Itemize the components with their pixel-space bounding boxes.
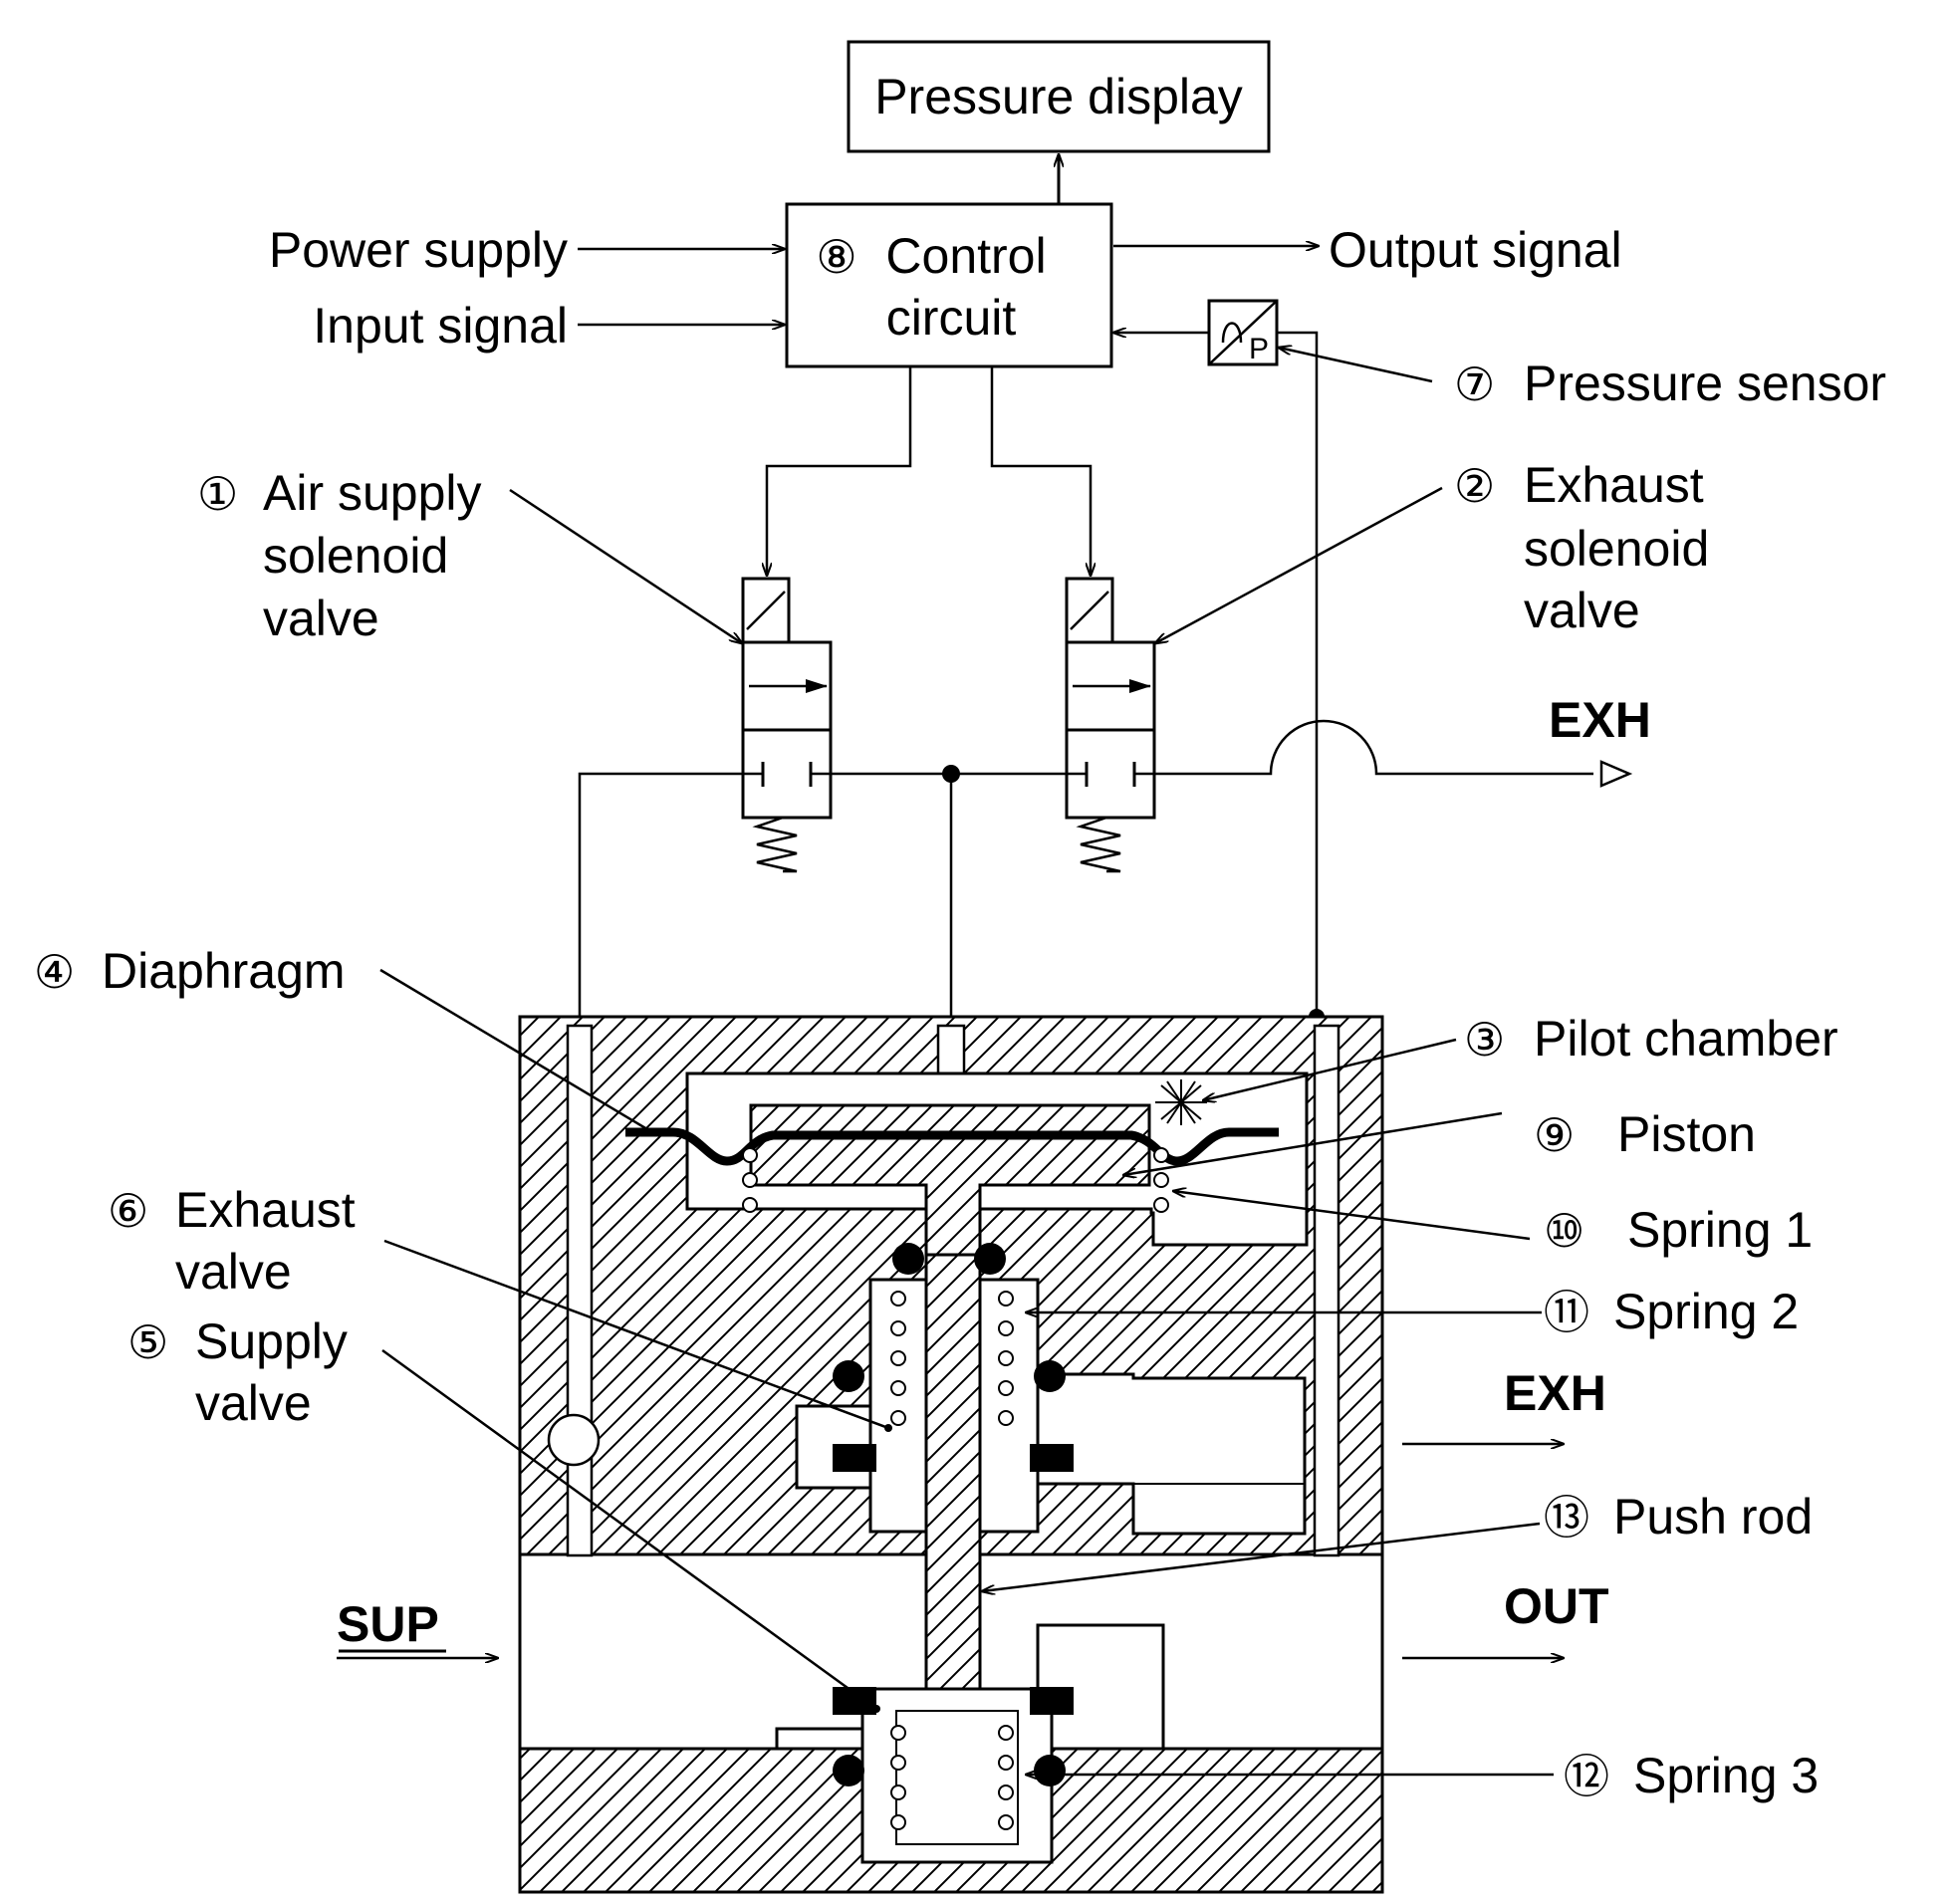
spring-1-leader <box>1173 1191 1531 1241</box>
supply-valve-number: ⑤ <box>127 1315 168 1369</box>
piston-number: ⑨ <box>1534 1108 1575 1162</box>
out-label: OUT <box>1504 1578 1609 1634</box>
exhaust-solenoid-number: ② <box>1454 459 1495 513</box>
pressure-sensor-label: Pressure sensor <box>1524 356 1886 411</box>
exhaust-valve-leader <box>383 1239 889 1430</box>
exhaust-solenoid-leader <box>1155 486 1443 643</box>
pressure-display-box <box>847 40 1271 153</box>
air-supply-valve-label-1: Air supply <box>263 465 482 521</box>
power-supply-label: Power supply <box>269 222 568 278</box>
exh-top-label: EXH <box>1549 692 1651 748</box>
spring-1-label: Spring 1 <box>1627 1202 1813 1258</box>
pressure-display-label: Pressure display <box>874 69 1243 124</box>
pilot-chamber-number: ③ <box>1464 1013 1505 1067</box>
supply-valve-leader <box>381 1348 877 1711</box>
sup-label: SUP <box>337 1596 439 1652</box>
exhaust-port-triangle <box>1599 760 1633 788</box>
diaphragm-leader <box>379 968 658 1137</box>
spring-2-label: Spring 2 <box>1613 1284 1799 1339</box>
orifice-circle <box>547 1413 601 1467</box>
regulator-body <box>518 1015 1384 1894</box>
pressure-sensor-glyph <box>1221 322 1243 344</box>
control-circuit-number: ⑧ <box>816 230 856 284</box>
exh-body-label: EXH <box>1504 1365 1606 1421</box>
air-supply-solenoid-valve <box>741 577 833 873</box>
exhaust-valve-label-2: valve <box>175 1244 292 1300</box>
exhaust-solenoid-valve <box>1065 577 1156 873</box>
air-supply-valve-number: ① <box>197 467 238 521</box>
exhaust-control-line <box>990 366 1091 576</box>
spring-3-label: Spring 3 <box>1633 1748 1819 1803</box>
push-rod-number: ⑬ <box>1544 1491 1589 1545</box>
air-supply-valve-leader <box>509 488 742 643</box>
exhaust-solenoid-label-3: valve <box>1524 583 1640 638</box>
pilot-chamber-leader <box>1203 1038 1457 1100</box>
pilot-chamber-label: Pilot chamber <box>1534 1011 1838 1067</box>
exhaust-valve-label-1: Exhaust <box>175 1182 356 1238</box>
sensor-pressure-line <box>1277 331 1319 1017</box>
control-circuit-label-1: Control <box>885 228 1046 284</box>
piston-label: Piston <box>1617 1106 1756 1162</box>
exhaust-valve-leader-dot <box>884 1424 892 1432</box>
piston-leader <box>1123 1111 1503 1175</box>
diaphragm-number: ④ <box>34 945 75 999</box>
pressure-sensor-number: ⑦ <box>1454 357 1495 411</box>
exhaust-line <box>1154 719 1593 776</box>
supply-valve-label-1: Supply <box>195 1313 348 1369</box>
spring-3-number: ⑫ <box>1564 1750 1609 1803</box>
exhaust-valve-number: ⑥ <box>108 1184 148 1238</box>
control-circuit-box <box>785 202 1113 368</box>
air-supply-control-line <box>767 366 912 576</box>
pilot-chamber-burst <box>1155 1079 1207 1125</box>
diaphragm-label: Diaphragm <box>102 943 346 999</box>
input-signal-label: Input signal <box>313 298 568 354</box>
pressure-sensor-diagonal <box>1208 300 1278 365</box>
control-circuit-label-2: circuit <box>886 290 1017 346</box>
supply-valve-label-2: valve <box>195 1375 312 1431</box>
pressure-sensor-leader <box>1279 348 1433 383</box>
valve-junction-dot <box>942 765 960 783</box>
exhaust-solenoid-label-2: solenoid <box>1524 521 1709 577</box>
supply-pilot-line <box>578 772 743 1017</box>
push-rod-label: Push rod <box>1613 1489 1813 1545</box>
pressure-sensor-symbol: P <box>1249 333 1269 365</box>
supply-valve-leader-dot <box>872 1705 880 1713</box>
exhaust-solenoid-label-1: Exhaust <box>1524 457 1704 513</box>
air-supply-valve-label-2: solenoid <box>263 528 448 584</box>
output-signal-label: Output signal <box>1329 222 1622 278</box>
spring-2-number: ⑪ <box>1544 1286 1589 1339</box>
push-rod-leader <box>982 1522 1541 1591</box>
spring-1-number: ⑩ <box>1544 1204 1584 1258</box>
air-supply-valve-label-3: valve <box>263 591 379 646</box>
